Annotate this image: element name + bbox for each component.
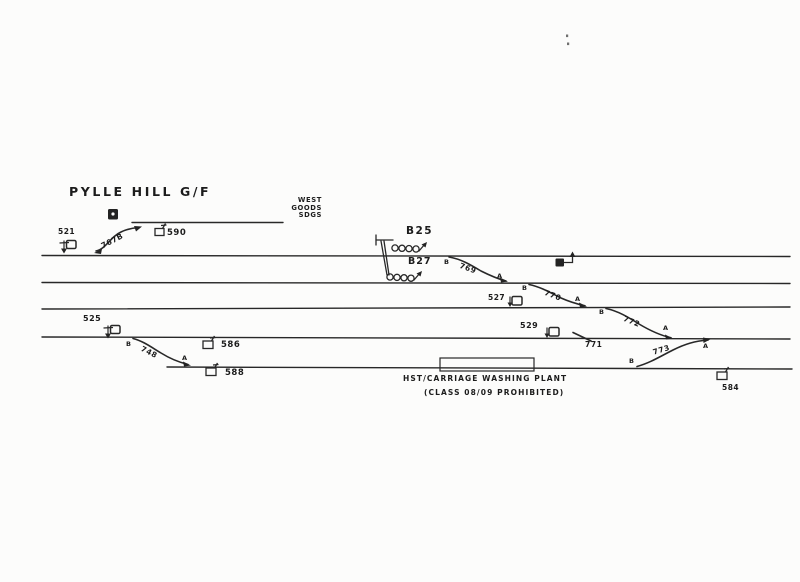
goods-label-line-3: SDGS	[298, 211, 322, 220]
lamp-icon	[391, 244, 399, 252]
shunt-disc-588-icon	[205, 362, 219, 377]
shunt-signal-529-icon	[544, 326, 560, 338]
washing-plant-name: HST/CARRIAGE WASHING PLANT	[403, 374, 568, 383]
signal-mast-left	[380, 240, 388, 276]
marker-box	[555, 258, 564, 267]
shunt-disc-584-icon	[716, 366, 730, 381]
lamp-icon	[412, 245, 420, 253]
signal-527-label: 527	[488, 293, 506, 302]
track-line-4	[41, 336, 791, 340]
lamp-icon	[393, 273, 401, 282]
track-lines	[41, 221, 793, 370]
curve-770-end-arrow	[579, 302, 587, 308]
curve-772	[605, 307, 672, 339]
goods-label-line-2: GOODS	[291, 203, 322, 212]
signal-521-label: 521	[58, 227, 76, 236]
signal-b27-lamps	[386, 271, 422, 282]
points-770-end-b: B	[522, 284, 528, 292]
point-curves	[94, 226, 711, 368]
west-goods-sidings-label: WEST GOODS SDGS	[284, 196, 322, 220]
signal-mast-right	[383, 240, 390, 276]
curve-748-end-arrow	[183, 361, 191, 367]
curve-767b-end-arrow	[134, 226, 142, 232]
lower-siding-line	[166, 366, 793, 370]
shunt-signal-521-icon	[59, 239, 77, 254]
washing-plant-outline	[439, 357, 535, 372]
shunt-disc-590-icon	[154, 223, 167, 237]
marker-arrow-head	[569, 251, 576, 257]
route-arrow-head	[416, 271, 422, 277]
box-arrow-marker-icon	[555, 251, 576, 267]
shunt-signal-525-icon	[103, 324, 121, 339]
trap-point-771	[572, 331, 592, 342]
points-748-end-b: B	[126, 340, 132, 348]
signal-584-label: 584	[722, 383, 740, 392]
curve-770	[528, 283, 586, 307]
curve-767b	[95, 226, 140, 252]
diagram-title: PYLLE HILL G/F	[69, 184, 212, 199]
lamp-icon	[405, 244, 413, 253]
signal-b25-lamps	[391, 242, 427, 253]
lamp-icon	[398, 244, 406, 253]
ground-frame-icon	[108, 209, 118, 220]
lamp-icon	[400, 274, 408, 282]
shunt-disc-586-icon	[202, 335, 216, 350]
curve-773	[636, 339, 709, 368]
curve-772-end-arrow	[665, 334, 673, 340]
points-769-end-b: B	[444, 258, 450, 266]
curve-767b-start-arrow	[94, 249, 102, 254]
scan-speck	[566, 34, 570, 46]
curve-769	[448, 256, 507, 282]
signal-590-label: 590	[167, 228, 187, 238]
points-772-end-a: A	[663, 324, 669, 332]
points-748-end-a: A	[182, 354, 188, 362]
points-773-end-b: B	[629, 357, 635, 365]
signal-525-label: 525	[83, 314, 102, 323]
points-771-label: 771	[585, 340, 603, 349]
shunt-signal-527-icon	[507, 295, 523, 307]
points-770-end-a: A	[575, 295, 581, 303]
route-arrow-head	[421, 242, 427, 248]
signal-b25-b27-assembly	[375, 234, 427, 282]
goods-label-line-1: WEST	[297, 196, 322, 204]
signal-586-label: 586	[221, 340, 241, 350]
points-772-end-b: B	[599, 308, 605, 316]
signal-b27-label: B27	[408, 256, 432, 267]
points-769-end-a: A	[497, 272, 503, 280]
signal-588-label: 588	[225, 368, 245, 378]
points-773-end-a: A	[703, 342, 709, 350]
track-line-3	[41, 306, 791, 310]
track-line-1	[41, 254, 791, 258]
track-line-2	[41, 281, 791, 285]
curve-748	[132, 337, 189, 366]
lamp-icon	[407, 274, 415, 282]
signal-529-label: 529	[520, 321, 539, 330]
curve-773-end-arrow	[703, 337, 711, 343]
signal-b25-label: B25	[406, 225, 434, 237]
washing-plant-restriction: (CLASS 08/09 PROHIBITED)	[424, 388, 565, 397]
lamp-icon	[386, 273, 394, 281]
curve-769-end-arrow	[500, 277, 508, 283]
